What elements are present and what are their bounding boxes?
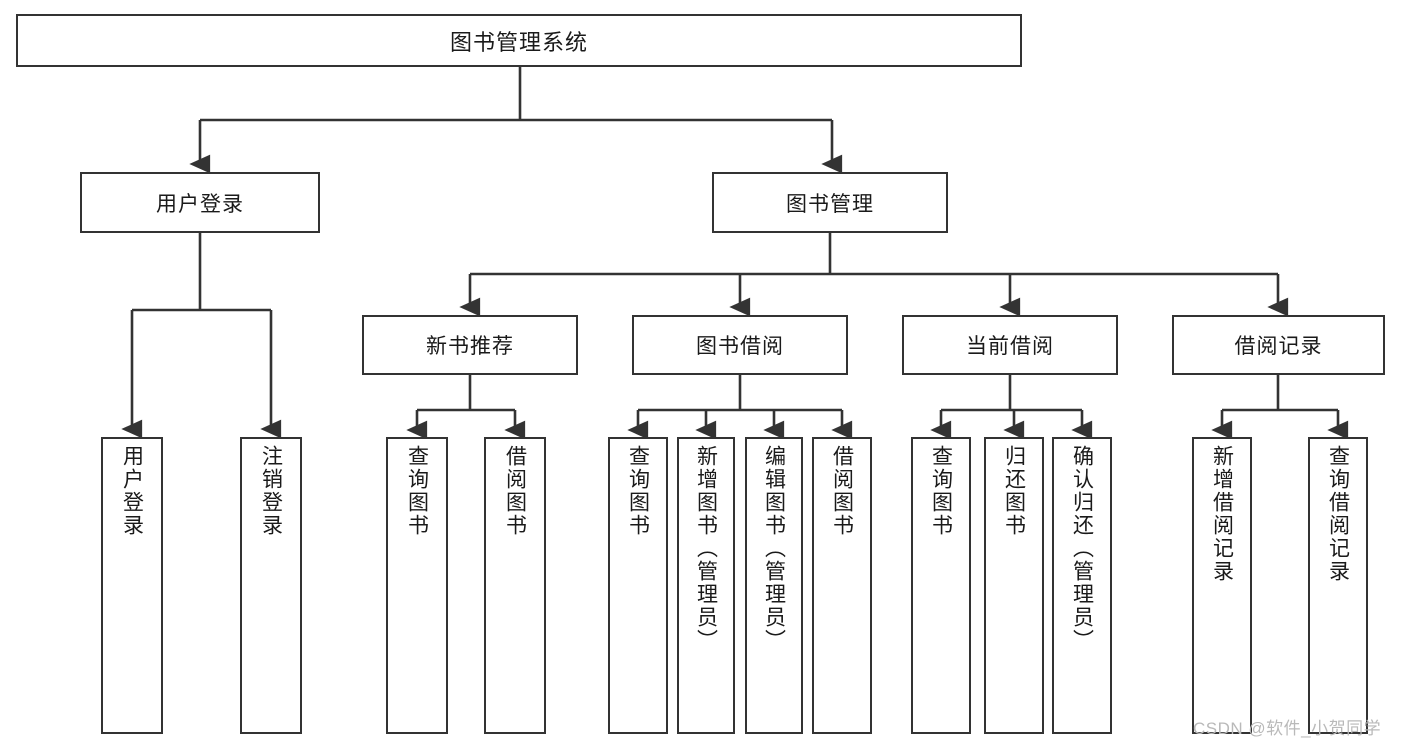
node-label: 确认归还（管理员）: [1070, 445, 1094, 652]
node-label: 图书管理: [786, 192, 874, 216]
node-leaf-return-book[interactable]: 归还图书: [984, 437, 1044, 734]
node-label: 新增借阅记录: [1210, 445, 1234, 583]
node-leaf-add-book-admin[interactable]: 新增图书（管理员）: [677, 437, 735, 734]
csdn-watermark: CSDN @软件_小贺同学: [1193, 719, 1382, 738]
node-label: 借阅图书: [503, 445, 527, 537]
node-leaf-logout-login[interactable]: 注销登录: [240, 437, 302, 734]
node-label: 新书推荐: [426, 335, 514, 358]
node-label: 查询图书: [929, 445, 953, 537]
node-label: 注销登录: [259, 445, 283, 537]
node-leaf-add-borrow-record[interactable]: 新增借阅记录: [1192, 437, 1252, 734]
node-label: 查询借阅记录: [1326, 445, 1350, 583]
node-label: 用户登录: [156, 192, 244, 216]
node-leaf-query-book-1[interactable]: 查询图书: [386, 437, 448, 734]
node-label: 用户登录: [120, 445, 144, 537]
node-label: 图书借阅: [696, 335, 784, 358]
node-leaf-confirm-return-admin[interactable]: 确认归还（管理员）: [1052, 437, 1112, 734]
node-leaf-query-book-3[interactable]: 查询图书: [911, 437, 971, 734]
node-label: 图书管理系统: [449, 29, 588, 55]
node-label: 归还图书: [1002, 445, 1026, 537]
node-current-borrow[interactable]: 当前借阅: [902, 315, 1118, 375]
node-leaf-query-borrow-record[interactable]: 查询借阅记录: [1308, 437, 1368, 734]
node-new-book-recommend[interactable]: 新书推荐: [362, 315, 578, 375]
node-leaf-borrow-book-2[interactable]: 借阅图书: [812, 437, 872, 734]
node-borrow-record[interactable]: 借阅记录: [1172, 315, 1385, 375]
node-label: 借阅记录: [1234, 335, 1323, 358]
node-label: 编辑图书（管理员）: [762, 445, 786, 652]
node-book-manage[interactable]: 图书管理: [712, 172, 948, 233]
node-book-borrow[interactable]: 图书借阅: [632, 315, 848, 375]
node-label: 新增图书（管理员）: [694, 445, 718, 652]
node-root-system[interactable]: 图书管理系统: [16, 14, 1022, 67]
node-user-login[interactable]: 用户登录: [80, 172, 320, 233]
node-leaf-user-login[interactable]: 用户登录: [101, 437, 163, 734]
node-label: 借阅图书: [830, 445, 854, 537]
node-label: 查询图书: [405, 445, 429, 537]
node-leaf-query-book-2[interactable]: 查询图书: [608, 437, 668, 734]
node-leaf-edit-book-admin[interactable]: 编辑图书（管理员）: [745, 437, 803, 734]
node-leaf-borrow-book-1[interactable]: 借阅图书: [484, 437, 546, 734]
node-label: 查询图书: [626, 445, 650, 537]
node-label: 当前借阅: [966, 335, 1054, 358]
